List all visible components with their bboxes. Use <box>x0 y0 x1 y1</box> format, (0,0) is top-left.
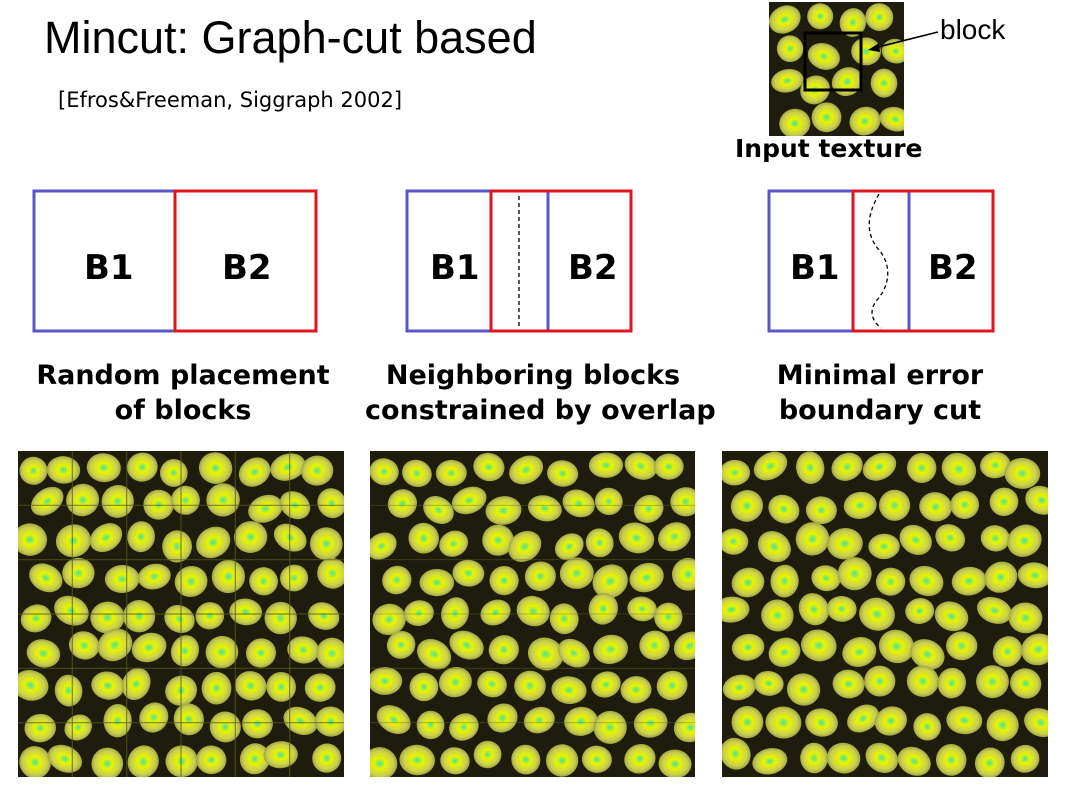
citation: [Efros&Freeman, Siggraph 2002] <box>58 88 403 112</box>
caption-line: constrained by overlap <box>365 395 716 426</box>
diagram-minimal-cut <box>767 189 995 333</box>
block-b2-label: B2 <box>568 248 618 288</box>
block-b1-outline <box>767 189 911 333</box>
block-b2-label: B2 <box>928 248 978 288</box>
caption-overlap: Neighboring blocks constrained by overla… <box>365 358 716 428</box>
block-b2-label: B2 <box>222 248 272 288</box>
caption-line: of blocks <box>114 395 252 426</box>
caption-line: Random placement <box>36 360 330 391</box>
block-b2-outline <box>851 189 995 333</box>
random-placement-texture <box>18 451 344 777</box>
block-callout-arrow <box>868 31 939 52</box>
block-b1-label: B1 <box>790 248 840 288</box>
block-b2-outline <box>173 189 318 333</box>
caption-random-placement: Random placement of blocks <box>32 358 334 428</box>
page-title: Mincut: Graph-cut based <box>44 12 537 63</box>
input-texture-image <box>769 2 904 136</box>
block-b1-label: B1 <box>430 248 480 288</box>
block-b2-outline <box>489 189 633 333</box>
minimal-cut-texture <box>722 451 1048 777</box>
diagram-overlap <box>405 189 633 333</box>
caption-line: Minimal error <box>776 360 984 391</box>
diagram-random-placement <box>32 189 318 333</box>
block-callout-label: block <box>940 14 1006 45</box>
caption-minimal-cut: Minimal error boundary cut <box>760 358 1000 428</box>
block-selection-box <box>803 31 863 92</box>
curved-cut-line <box>868 193 889 329</box>
input-texture-label: Input texture <box>735 134 923 163</box>
block-b1-label: B1 <box>84 248 134 288</box>
caption-line: boundary cut <box>778 395 982 426</box>
block-b1-outline <box>405 189 550 333</box>
caption-line: Neighboring blocks <box>385 360 681 391</box>
overlap-texture <box>370 451 695 777</box>
